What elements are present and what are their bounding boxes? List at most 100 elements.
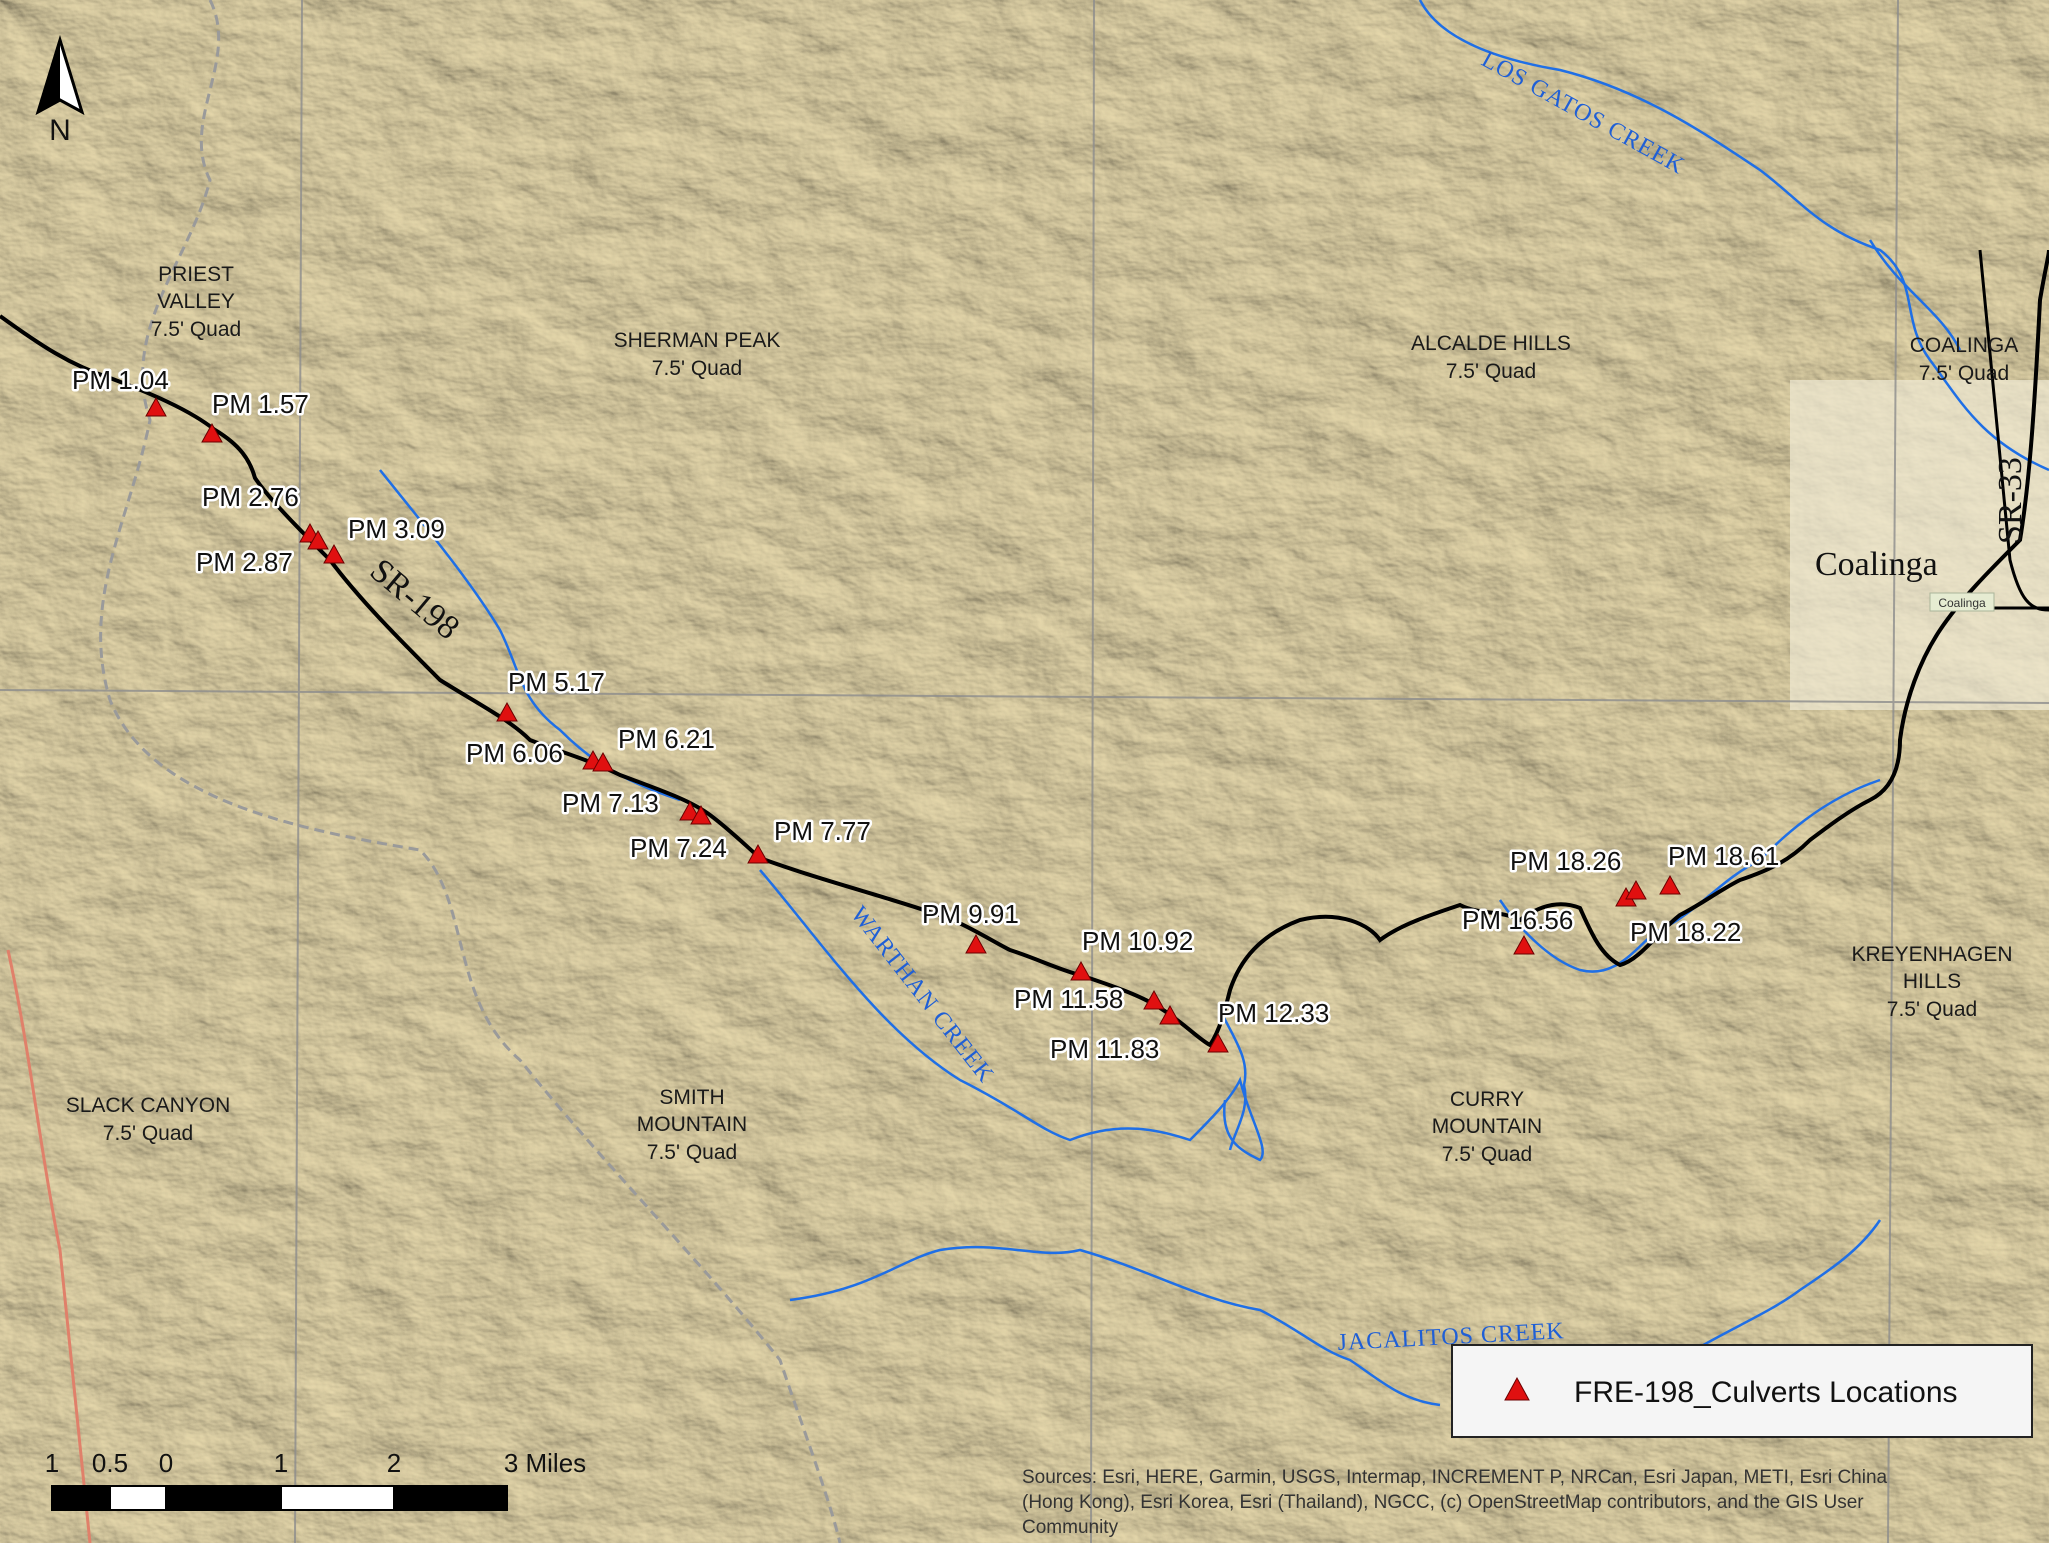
scale-tick-label: 0	[159, 1448, 173, 1478]
source-credits: Sources: Esri, HERE, Garmin, USGS, Inter…	[1022, 1467, 1888, 1538]
quad-label-sherman-peak-1: SHERMAN PEAK	[614, 329, 781, 352]
quad-label-kreyenhagen-hills-1: KREYENHAGEN	[1851, 943, 2012, 966]
culvert-labels: PM 1.04 PM 1.57 PM 2.76 PM 2.87 PM 3.09 …	[70, 363, 1782, 1067]
culvert-label: PM 12.33	[1218, 998, 1329, 1028]
culvert-marker-pm-7-24	[690, 804, 712, 825]
culvert-marker-pm-6-21	[592, 751, 614, 772]
scale-seg-1	[52, 1486, 110, 1510]
grid-line-v1	[294, 0, 303, 1543]
culvert-marker-pm-9-91	[965, 933, 987, 954]
city-label-box	[1929, 592, 1995, 612]
legend-box	[1451, 1344, 2033, 1438]
culvert-label: PM 11.58	[1014, 984, 1123, 1014]
culvert-marker-pm-18-26	[1625, 879, 1647, 900]
quad-label-priest-valley-3: 7.5' Quad	[151, 318, 241, 341]
scale-tick-label: 0.5	[92, 1448, 128, 1478]
culvert-label: PM 18.61	[1668, 841, 1779, 871]
scale-tick-label: 1	[45, 1448, 59, 1478]
sr-198-route	[0, 249, 2049, 1048]
quad-label-smith-mountain-3: 7.5' Quad	[647, 1141, 737, 1164]
legend-label: FRE-198_Culverts Locations	[1574, 1376, 1958, 1409]
culvert-label: PM 7.77	[774, 816, 871, 846]
warthan-creek-line	[759, 869, 1264, 1162]
culvert-marker-pm-1-57	[201, 422, 223, 443]
culvert-label: PM 5.17	[508, 667, 605, 697]
culvert-marker-pm-1-04	[145, 396, 167, 417]
city-label-coalinga-small: Coalinga	[1938, 596, 1986, 610]
source-line-3: Community	[1022, 1517, 1119, 1538]
city-label-coalinga: Coalinga	[1815, 546, 1938, 583]
quad-label-alcalde-hills-2: 7.5' Quad	[1446, 360, 1536, 383]
culvert-marker-pm-18-61	[1659, 874, 1681, 895]
culvert-label: PM 2.87	[196, 547, 293, 577]
culvert-label: PM 1.57	[212, 389, 309, 419]
grid-line-v2	[1090, 0, 1095, 1543]
culvert-label: PM 18.26	[1510, 846, 1621, 876]
quad-label-smith-mountain-2: MOUNTAIN	[637, 1113, 747, 1136]
scale-seg-3	[166, 1486, 281, 1510]
culvert-label: PM 7.24	[630, 833, 727, 863]
culvert-label: PM 18.22	[1630, 917, 1741, 947]
scale-bar: 1 0.5 0 1 2 3 Miles	[45, 1448, 586, 1511]
quad-label-alcalde-hills-1: ALCALDE HILLS	[1411, 332, 1571, 355]
quad-label-kreyenhagen-hills-2: HILLS	[1903, 970, 1961, 993]
culvert-label: PM 2.76	[202, 482, 299, 512]
quad-label-curry-mountain-1: CURRY	[1450, 1088, 1524, 1111]
scale-bar-outline	[51, 1485, 508, 1511]
culvert-label: PM 7.13	[562, 788, 659, 818]
source-line-2: (Hong Kong), Esri Korea, Esri (Thailand)…	[1022, 1492, 1864, 1513]
scale-tick-label: 2	[387, 1448, 401, 1478]
scale-tick-label: 3 Miles	[504, 1448, 586, 1478]
scale-tick-label: 1	[274, 1448, 288, 1478]
quad-label-coalinga-1: COALINGA	[1910, 334, 2019, 357]
culvert-marker-pm-2-87	[307, 529, 329, 550]
culvert-label: PM 9.91	[922, 899, 1019, 929]
culvert-label: PM 16.56	[1462, 905, 1573, 935]
quad-labels: PRIEST VALLEY 7.5' Quad SHERMAN PEAK 7.5…	[66, 263, 2019, 1166]
scale-seg-2	[109, 1485, 167, 1511]
quad-label-slack-canyon-2: 7.5' Quad	[103, 1122, 193, 1145]
culvert-marker-pm-12-33	[1207, 1032, 1229, 1053]
scale-seg-4	[280, 1485, 395, 1511]
route-label-sr-33: SR-33	[1992, 457, 2029, 544]
culvert-marker-pm-5-17	[496, 701, 518, 722]
culvert-label: PM 6.06	[466, 738, 563, 768]
quad-label-priest-valley-2: VALLEY	[157, 290, 235, 313]
north-arrow-half	[38, 40, 60, 112]
creek-pm12-loop	[1218, 1009, 1247, 1151]
grid-line-h1	[0, 689, 2049, 704]
quad-label-smith-mountain-1: SMITH	[659, 1086, 724, 1109]
county-boundary	[99, 0, 842, 1543]
culvert-marker-pm-10-92	[1070, 960, 1092, 981]
jacalitos-creek-line	[789, 1245, 1441, 1407]
quad-label-curry-mountain-2: MOUNTAIN	[1432, 1115, 1542, 1138]
culvert-label: PM 11.83	[1050, 1034, 1159, 1064]
culvert-label: PM 6.21	[618, 724, 715, 754]
culvert-label: PM 10.92	[1082, 926, 1193, 956]
culvert-markers	[145, 396, 1681, 1053]
culvert-marker-pm-11-58	[1143, 989, 1165, 1010]
los-gatos-creek-branch	[1868, 239, 1962, 351]
scale-seg-5	[394, 1486, 507, 1510]
quad-label-sherman-peak-2: 7.5' Quad	[652, 357, 742, 380]
quad-label-curry-mountain-3: 7.5' Quad	[1442, 1143, 1532, 1166]
quad-label-coalinga-2: 7.5' Quad	[1919, 362, 2009, 385]
north-arrow: N	[35, 34, 85, 147]
culvert-label: PM 1.04	[72, 365, 169, 395]
culvert-label: PM 3.09	[348, 514, 445, 544]
quad-label-slack-canyon-1: SLACK CANYON	[66, 1094, 231, 1117]
culvert-marker-pm-11-83	[1159, 1004, 1181, 1025]
source-line-1: Sources: Esri, HERE, Garmin, USGS, Inter…	[1022, 1467, 1888, 1488]
quad-label-priest-valley-1: PRIEST	[158, 263, 234, 286]
los-gatos-creek-line	[1418, 0, 2049, 472]
legend[interactable]: FRE-198_Culverts Locations	[1451, 1344, 2033, 1438]
flat-valley-area	[1790, 380, 2049, 710]
culvert-marker-pm-3-09	[323, 543, 345, 564]
sr-33-route	[1978, 249, 2049, 612]
culvert-marker-pm-16-56	[1513, 934, 1535, 955]
quad-label-kreyenhagen-hills-3: 7.5' Quad	[1887, 998, 1977, 1021]
culvert-marker-pm-7-77	[747, 843, 769, 864]
indian-valley-road	[6, 949, 92, 1543]
